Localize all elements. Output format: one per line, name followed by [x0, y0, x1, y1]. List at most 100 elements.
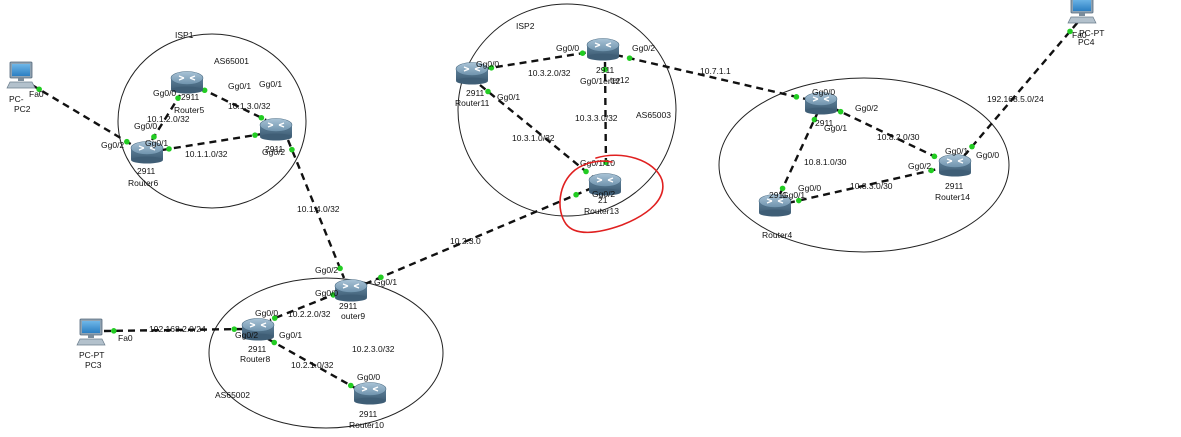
- isp1-zone: [117, 33, 307, 209]
- net-r5-r7: 10.1.3.0/32: [228, 101, 271, 111]
- as65002-zone: [208, 277, 444, 429]
- link-router12-router13: [603, 61, 608, 171]
- port-label: Gg0/0: [255, 308, 278, 318]
- router11-name-label: Router11: [455, 98, 490, 108]
- annotation-layer: [559, 154, 664, 234]
- router-icon[interactable]: [259, 117, 293, 141]
- net-rb-r14: 10.8.3.0/30: [850, 181, 893, 191]
- port-status-dot: [258, 114, 265, 121]
- net-pc3-r8: 192.168.2.0/24: [149, 324, 206, 334]
- port-label: Gg0/0: [134, 121, 157, 131]
- router4-model-label: 2911: [815, 118, 834, 128]
- port-label: Gg0/2: [592, 189, 615, 199]
- port-label: Gg0/0: [812, 87, 835, 97]
- port-label: Gg0/0: [357, 372, 380, 382]
- link-router6-router7: [161, 132, 263, 152]
- pc4-name-label: PC4: [1078, 37, 1095, 47]
- router-icon[interactable]: [334, 278, 368, 302]
- link-router8-router10: [267, 337, 358, 391]
- port-label: Gg0/1: [497, 92, 520, 102]
- port-status-dot: [271, 339, 278, 346]
- port-status-dot: [166, 146, 172, 152]
- link-router12-router4: [615, 53, 811, 102]
- link-pc2-router6: [31, 83, 135, 148]
- router13-model-label: 21: [598, 195, 608, 205]
- port-status-dot: [928, 167, 935, 174]
- pc3-name-label: PC3: [85, 360, 102, 370]
- link-router6-router5: [150, 94, 182, 141]
- port-label: Gg0/1/10: [580, 158, 615, 168]
- port-status-dot: [485, 88, 491, 95]
- network-devices: [6, 0, 1097, 405]
- port-label: Gg0/0: [976, 150, 999, 160]
- port-label: Gg0/2: [101, 140, 124, 150]
- port-label: Gg0/2: [632, 43, 655, 53]
- port-label: Gg0/2: [855, 103, 878, 113]
- port-status-dot: [837, 108, 844, 115]
- pc3-type-label: PC-PT: [79, 350, 105, 360]
- port-status-dot: [330, 292, 337, 298]
- isp2-zone-label: ISP2: [516, 21, 535, 31]
- port-status-dot: [779, 185, 786, 192]
- port-status-dot: [579, 50, 586, 56]
- net-r6-r5: 10.1.2.0/32: [147, 114, 190, 124]
- link-routerb-router14: [787, 166, 943, 205]
- port-status-dot: [347, 382, 354, 389]
- link-router7-router9: [286, 139, 346, 279]
- router10-model-label: 2911: [359, 409, 378, 419]
- port-status-dot: [231, 326, 237, 332]
- right-zone: [718, 77, 1010, 253]
- port-label: Gg0/1: [228, 81, 251, 91]
- link-router4-router14: [832, 106, 943, 162]
- pc2-type-label: PC-: [9, 94, 24, 104]
- link-routerb-router4: [778, 113, 819, 195]
- pc-icon[interactable]: [76, 318, 106, 346]
- port-status-dot: [337, 265, 343, 272]
- link-router11-router12: [483, 50, 591, 71]
- port-status-dot: [583, 168, 589, 175]
- port-label: Gg0/1: [824, 123, 847, 133]
- port-status-dot: [1067, 28, 1073, 35]
- port-label: Gg0/0: [798, 183, 821, 193]
- router5-model-label: 2911: [181, 92, 200, 102]
- port-status-dot: [931, 153, 938, 160]
- port-label: Gg0/2: [262, 147, 285, 157]
- net-r4-r14: 10.8.2.0/30: [877, 132, 920, 142]
- port-label: Fa0: [1072, 30, 1087, 40]
- port-status-dot: [175, 95, 181, 101]
- port-label: Fa0: [118, 333, 133, 343]
- port-status-dot: [602, 66, 608, 73]
- net-r12-r13: 10.3.3.0/32: [575, 113, 618, 123]
- isp2-zone: [457, 3, 677, 217]
- router-icon[interactable]: [353, 381, 387, 405]
- router6-name-label: Router6: [128, 178, 159, 188]
- net-r8-r10: 10.2.1.0/32: [291, 360, 334, 370]
- net-r7-r9: 10.1.4.0/32: [297, 204, 340, 214]
- pc-icon[interactable]: [1067, 0, 1097, 24]
- pc-icon[interactable]: [6, 61, 36, 89]
- router12-name-label: ter12: [610, 75, 630, 85]
- port-status-dot: [271, 315, 278, 321]
- router7-model-label: 2911: [265, 144, 284, 154]
- port-label: Gg0/0: [153, 88, 176, 98]
- port-status-dot: [378, 274, 384, 281]
- router9-model-label: 2911: [339, 301, 358, 311]
- net-rb-r4: 10.8.1.0/30: [804, 157, 847, 167]
- port-status-dot: [795, 197, 802, 204]
- router-icon[interactable]: [938, 153, 972, 177]
- pc4-type-label: PC-PT: [1079, 28, 1105, 38]
- router-icon[interactable]: [586, 37, 620, 61]
- port-status-dot: [488, 65, 495, 71]
- router12-model-label: 2911: [596, 65, 615, 75]
- link-router5-router7: [199, 86, 267, 122]
- port-label: Gg0/1: [782, 190, 805, 200]
- router10-name-label: Router10: [349, 420, 384, 430]
- net-r12-r4: 10.7.1.1: [700, 66, 731, 76]
- port-status-dot: [626, 55, 633, 61]
- port-status-dot: [151, 134, 157, 140]
- port-label: Gg0/1: [374, 277, 397, 287]
- port-label: Gg0/1er12: [580, 76, 620, 86]
- port-status-dot: [811, 116, 818, 123]
- router5-name-label: Router5: [174, 105, 205, 115]
